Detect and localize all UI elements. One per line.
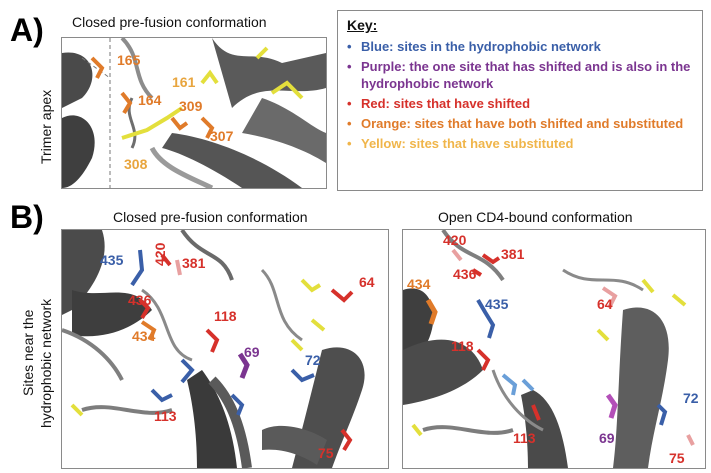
residue-label: 309 <box>179 98 203 114</box>
panel-a-letter: A) <box>10 12 44 48</box>
residue-label: 118 <box>451 338 474 354</box>
residue-label: 435 <box>100 252 124 268</box>
residue-label: 165 <box>117 52 141 68</box>
panel-b-right-structure-image: 420 381 436 434 435 64 118 113 69 72 75 <box>402 229 706 469</box>
residue-label: 69 <box>244 344 260 360</box>
residue-label: 161 <box>172 74 196 90</box>
residue-label: 69 <box>599 430 615 446</box>
key-item-yellow: • Yellow: sites that have substituted <box>347 135 697 152</box>
key-item-text: Purple: the one site that has shifted an… <box>361 59 691 91</box>
residue-label: 381 <box>182 255 206 271</box>
residue-label: 164 <box>138 92 162 108</box>
bullet: • <box>347 116 352 131</box>
key-item-text: Blue: sites in the hydrophobic network <box>361 39 601 54</box>
panel-b-right-structure-svg <box>403 230 695 468</box>
residue-label: 72 <box>683 390 699 406</box>
panel-b-left-caption: Closed pre-fusion conformation <box>113 209 308 225</box>
key-title: Key: <box>347 17 378 33</box>
color-key: Key: • Blue: sites in the hydrophobic ne… <box>337 10 703 191</box>
panel-a-side-label: Trimer apex <box>38 89 54 164</box>
panel-b-side-label-line2: hydrophobic network <box>38 298 54 428</box>
key-item-red: • Red: sites that have shifted <box>347 95 697 112</box>
key-item-purple: • Purple: the one site that has shifted … <box>347 58 697 92</box>
residue-label: 435 <box>485 296 509 312</box>
residue-label: 308 <box>124 156 148 172</box>
panel-a-structure-image: 165 161 164 309 307 308 <box>61 37 327 189</box>
residue-label: 64 <box>597 296 613 312</box>
key-item-text: Yellow: sites that have substituted <box>361 136 574 151</box>
residue-label: 113 <box>154 408 177 424</box>
residue-label: 434 <box>132 328 156 344</box>
residue-label: 72 <box>305 352 321 368</box>
residue-label: 75 <box>669 450 685 466</box>
key-item-text: Red: sites that have shifted <box>361 96 531 111</box>
panel-a-caption: Closed pre-fusion conformation <box>72 14 267 30</box>
bullet: • <box>347 136 352 151</box>
panel-b-side-label-line1: Sites near the <box>20 309 36 396</box>
residue-label: 113 <box>513 430 536 446</box>
panel-b-letter: B) <box>10 199 44 235</box>
key-item-text: Orange: sites that have both shifted and… <box>361 116 684 131</box>
bullet: • <box>347 59 352 74</box>
key-item-orange: • Orange: sites that have both shifted a… <box>347 115 697 132</box>
residue-label: 118 <box>214 308 237 324</box>
residue-label: 434 <box>407 276 431 292</box>
panel-b-right-caption: Open CD4-bound conformation <box>438 209 633 225</box>
key-list: • Blue: sites in the hydrophobic network… <box>347 38 697 152</box>
residue-label: 436 <box>128 292 152 308</box>
residue-label: 381 <box>501 246 525 262</box>
panel-a-structure-svg <box>62 38 326 188</box>
residue-label: 420 <box>443 232 467 248</box>
residue-label: 420 <box>152 242 168 266</box>
bullet: • <box>347 96 352 111</box>
key-item-blue: • Blue: sites in the hydrophobic network <box>347 38 697 55</box>
residue-label: 64 <box>359 274 375 290</box>
bullet: • <box>347 39 352 54</box>
residue-label: 307 <box>210 128 234 144</box>
residue-label: 436 <box>453 266 477 282</box>
panel-b-left-structure-image: 435 420 381 436 434 118 69 72 64 113 75 <box>61 229 389 469</box>
residue-label: 75 <box>318 445 334 461</box>
panel-b-left-structure-svg <box>62 230 365 468</box>
